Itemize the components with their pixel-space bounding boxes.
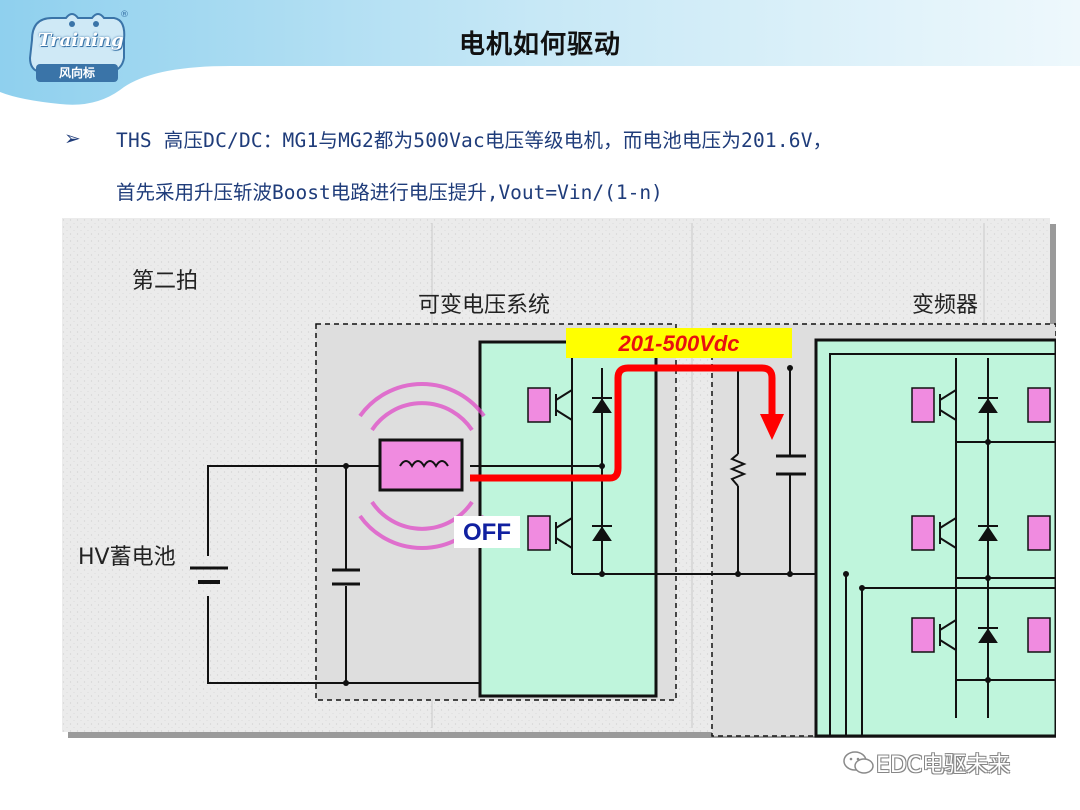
junction-dots [343, 365, 991, 686]
battery-symbol [190, 566, 228, 584]
voltage-label: 201-500Vdc [617, 331, 739, 356]
current-arrow-head [760, 414, 784, 440]
watermark-text: EDC电驱未来 [876, 753, 1011, 778]
arrow-bullet-icon: ➢ [64, 126, 81, 150]
watermark: EDC电驱未来 [842, 748, 1010, 778]
header-background [0, 0, 1080, 105]
discharge-resistor [729, 453, 747, 487]
igbt-gate-upper [527, 387, 551, 423]
inductor-coil-icon [399, 460, 449, 468]
logo: Training 风向标 ® [22, 10, 134, 88]
inductor-box [378, 438, 464, 492]
beat-label: 第二拍 [132, 269, 198, 294]
inverter-label: 变频器 [912, 293, 978, 318]
page-title: 电机如何驱动 [458, 30, 621, 60]
logo-subtitle: 风向标 [36, 64, 118, 82]
description-line-2: 首先采用升压斩波Boost电路进行电压提升,Vout=Vin/(1-n) [116, 181, 663, 204]
voltage-label-box [566, 328, 792, 358]
transistor-symbols [555, 389, 957, 651]
wechat-icon [843, 751, 874, 774]
converter-label: 可变电压系统 [418, 293, 550, 318]
current-flow-arrow [470, 364, 776, 482]
circuit-diagram: 201-500Vdc OFF 第二拍 可变电压系统 变频器 HV蓄电池 [62, 218, 1058, 738]
logo-text: Training [38, 30, 124, 51]
dc-link-capacitor [776, 454, 806, 476]
igbt-gate-lower [527, 515, 551, 551]
inverter-module [814, 338, 1058, 738]
registered-mark: ® [120, 10, 129, 20]
off-label-box [454, 516, 520, 548]
description-line-1: THS 高压DC/DC：MG1与MG2都为500Vac电压等级电机，而电池电压为… [116, 129, 833, 152]
input-capacitor [332, 568, 360, 586]
battery-label: HV蓄电池 [78, 545, 176, 570]
diode-symbols [592, 397, 998, 643]
switch-state-label: OFF [463, 519, 511, 546]
igbt-gates [527, 387, 1051, 653]
header-bar: Training 风向标 ® 电机如何驱动 [0, 0, 1080, 110]
circuit-svg: 201-500Vdc OFF 第二拍 可变电压系统 变频器 HV蓄电池 [62, 218, 1058, 738]
